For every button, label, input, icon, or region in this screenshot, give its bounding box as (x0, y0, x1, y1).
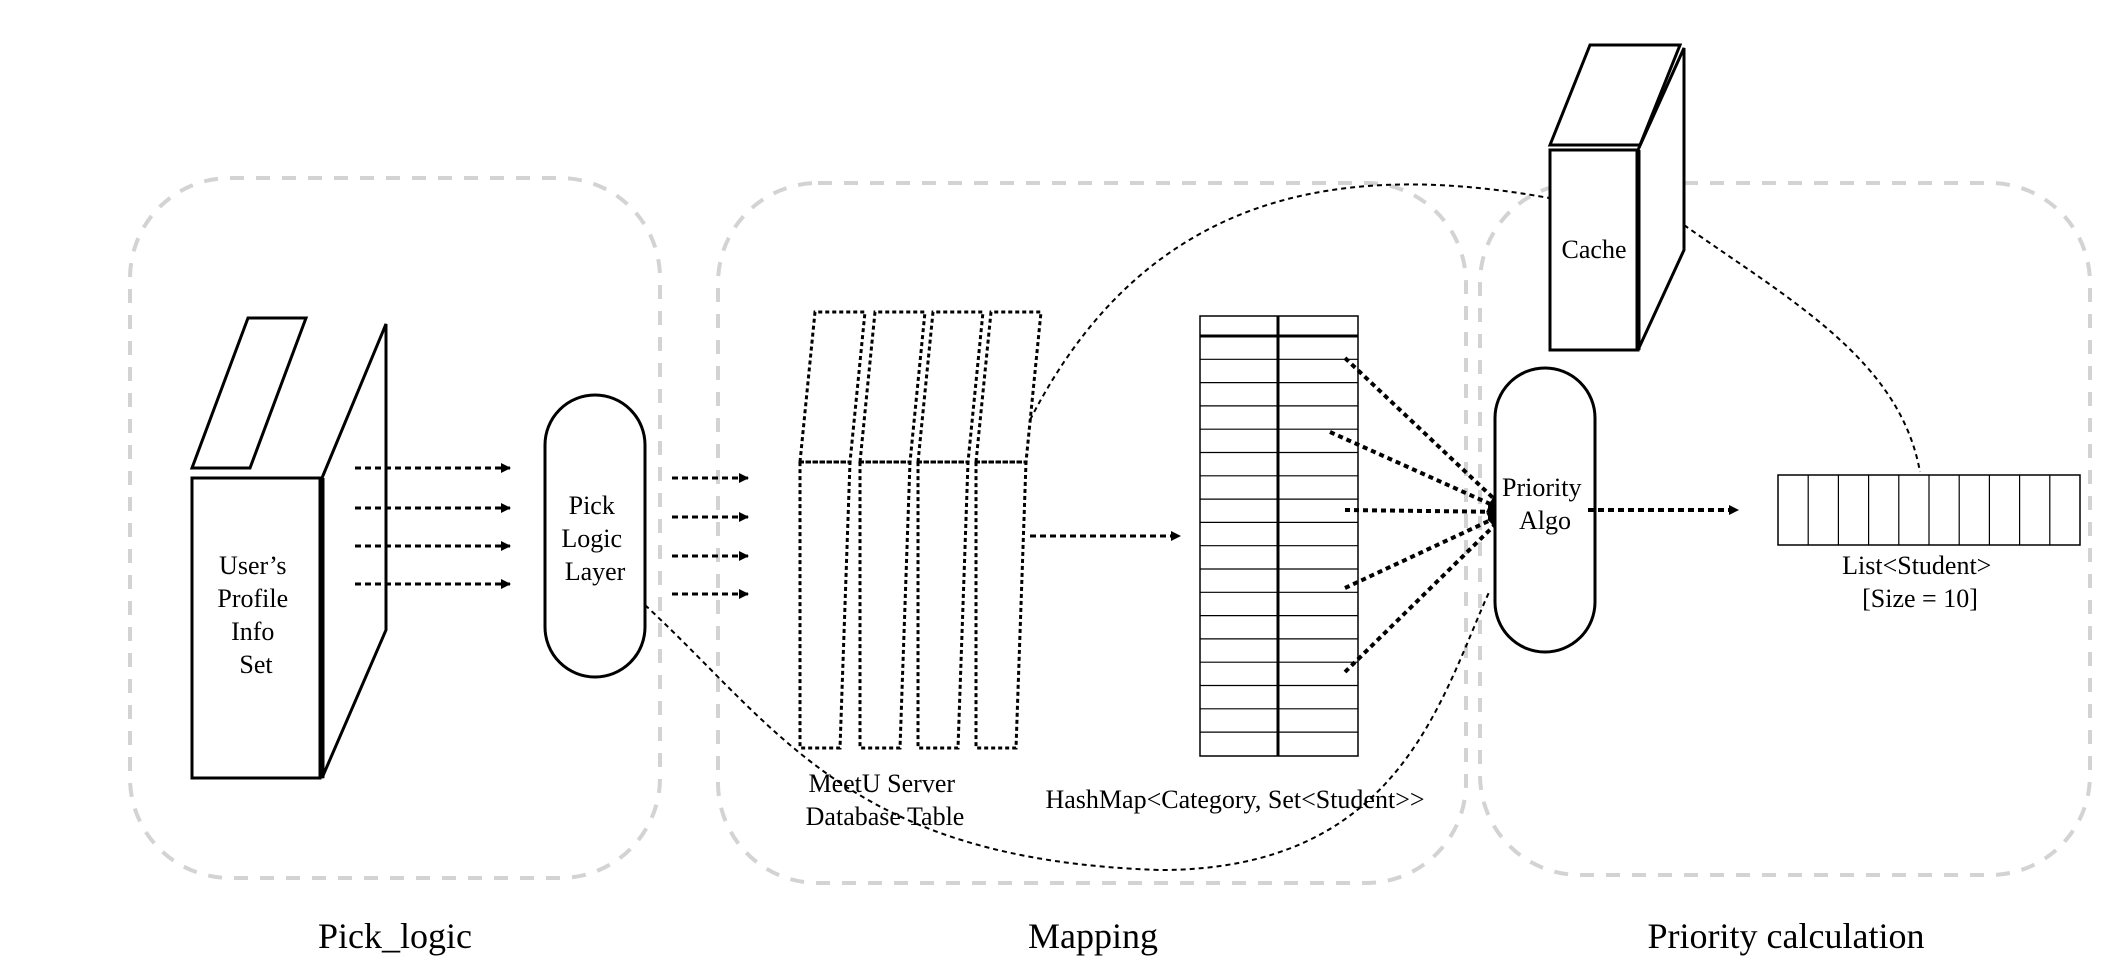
priority-section (1478, 181, 2092, 877)
profile-info-line: Set (239, 650, 273, 679)
profile-info-label: User’s Profile Info Set (217, 551, 294, 679)
section-title-priority: Priority calculation (1648, 916, 1925, 956)
pick-logic-line: Logic (561, 524, 622, 553)
hashmap-to-algo-arrows (1329, 356, 1510, 674)
section-title-mapping: Mapping (1028, 916, 1158, 956)
priority-algo-label: Priority Algo (1502, 473, 1588, 535)
connector-pick-to-algo (644, 589, 1491, 872)
pick-logic-layer-label: Pick Logic Layer (561, 491, 628, 586)
profile-to-pick-arrows (355, 463, 511, 589)
pick-logic-layer: Pick Logic Layer (543, 393, 647, 679)
connector-db-to-cache (1029, 183, 1561, 421)
profile-info-line: Info (231, 617, 274, 646)
pick-logic-line: Layer (565, 557, 626, 586)
result-list-line: List<Student> (1842, 551, 1991, 580)
pick-logic-section (128, 176, 662, 880)
hashmap-label: HashMap<Category, Set<Student>> (1045, 785, 1424, 814)
profile-info-box: User’s Profile Info Set (189, 316, 388, 780)
priority-algo: Priority Algo (1493, 366, 1597, 654)
pick-to-db-arrows (672, 473, 749, 599)
result-list-label: List<Student> [Size = 10] (1842, 551, 1998, 613)
profile-info-line: User’s (219, 551, 286, 580)
priority-algo-line: Priority (1502, 473, 1581, 502)
cache-label: Cache (1562, 235, 1627, 264)
database-table (798, 310, 1043, 750)
database-line: Database Table (806, 802, 965, 831)
result-list-line: [Size = 10] (1862, 584, 1978, 613)
priority-algo-line: Algo (1519, 506, 1571, 535)
section-title-pick-logic: Pick_logic (318, 916, 472, 956)
cache-box: Cache (1547, 43, 1686, 352)
result-list (1777, 474, 2081, 546)
profile-info-line: Profile (217, 584, 288, 613)
mapping-section (716, 181, 1468, 885)
hashmap-table (1199, 315, 1359, 757)
database-label: MeetU Server Database Table (806, 769, 965, 831)
connector-cache-to-list (1683, 224, 1921, 473)
pick-logic-line: Pick (569, 491, 615, 520)
database-line: MeetU Server (808, 769, 955, 798)
